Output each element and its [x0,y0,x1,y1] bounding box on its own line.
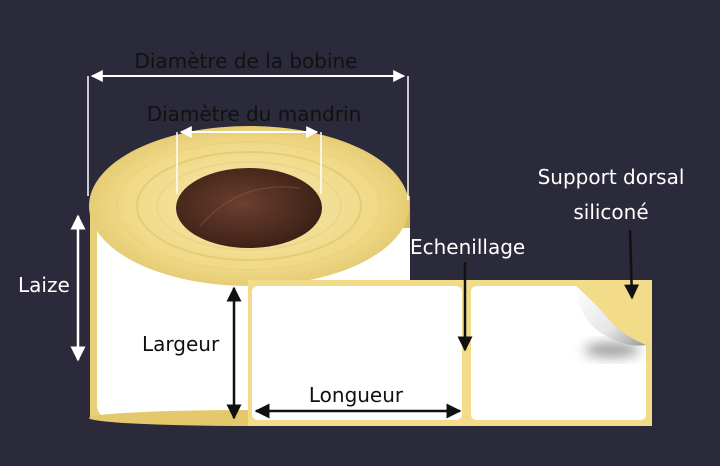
exposed-liner [576,286,646,346]
label-length-label: Longueur [309,383,404,407]
label-1 [252,286,462,420]
backing-label-line2: siliconé [573,200,648,224]
label-width-label: Largeur [142,332,220,356]
roll-diameter-dimension [87,70,409,200]
backing-label-line1: Support dorsal [538,165,685,189]
roll-ring [156,161,342,251]
core-diameter-dimension [176,126,322,194]
label-2 [471,286,646,420]
roll-diameter-label: Diamètre de la bobine [135,49,358,73]
curl-shadow [584,343,640,357]
backing-arrow [624,229,640,300]
web-width-label: Laize [18,273,70,297]
roll-ring [136,151,362,261]
matrix-label: Echenillage [410,235,525,259]
core-diameter-label: Diamètre du mandrin [147,102,362,126]
core-highlight [199,186,301,227]
roll-core [176,168,322,248]
peeled-corner [576,286,646,346]
roll-ring [116,141,382,271]
unrolled-strip [248,280,652,426]
label-roll [89,126,410,426]
